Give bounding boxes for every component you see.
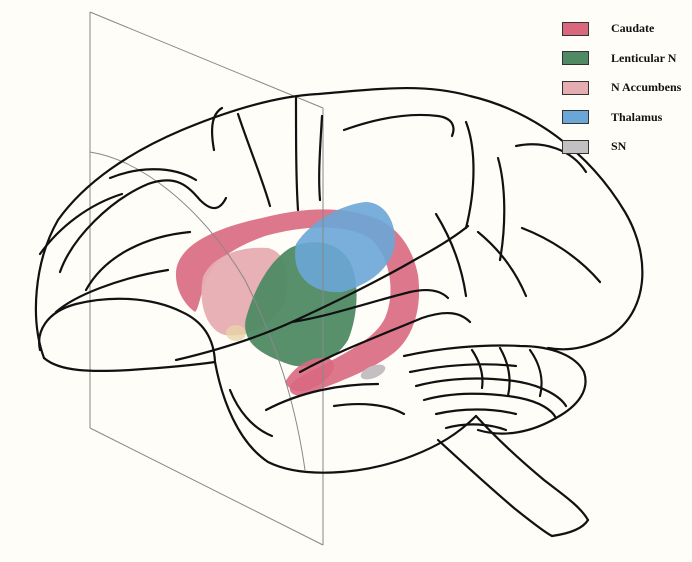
sn-swatch: [562, 140, 589, 154]
small-patch: [226, 325, 246, 341]
legend-label-thalamus: Thalamus: [611, 110, 662, 125]
accumbens-swatch: [562, 81, 589, 95]
legend-label-accumbens: N Accumbens: [611, 80, 681, 95]
legend-item-accumbens: N Accumbens: [562, 73, 687, 103]
legend-label-sn: SN: [611, 139, 626, 154]
legend-item-sn: SN: [562, 132, 687, 162]
legend-label-caudate: Caudate: [611, 21, 654, 36]
legend: Caudate Lenticular N N Accumbens Thalamu…: [562, 14, 687, 162]
legend-item-caudate: Caudate: [562, 14, 687, 44]
caudate-swatch: [562, 22, 589, 36]
legend-item-thalamus: Thalamus: [562, 103, 687, 133]
legend-item-lenticular: Lenticular N: [562, 44, 687, 74]
lenticular-swatch: [562, 51, 589, 65]
brain-outline: [36, 88, 642, 536]
legend-label-lenticular: Lenticular N: [611, 51, 676, 66]
thalamus-swatch: [562, 110, 589, 124]
